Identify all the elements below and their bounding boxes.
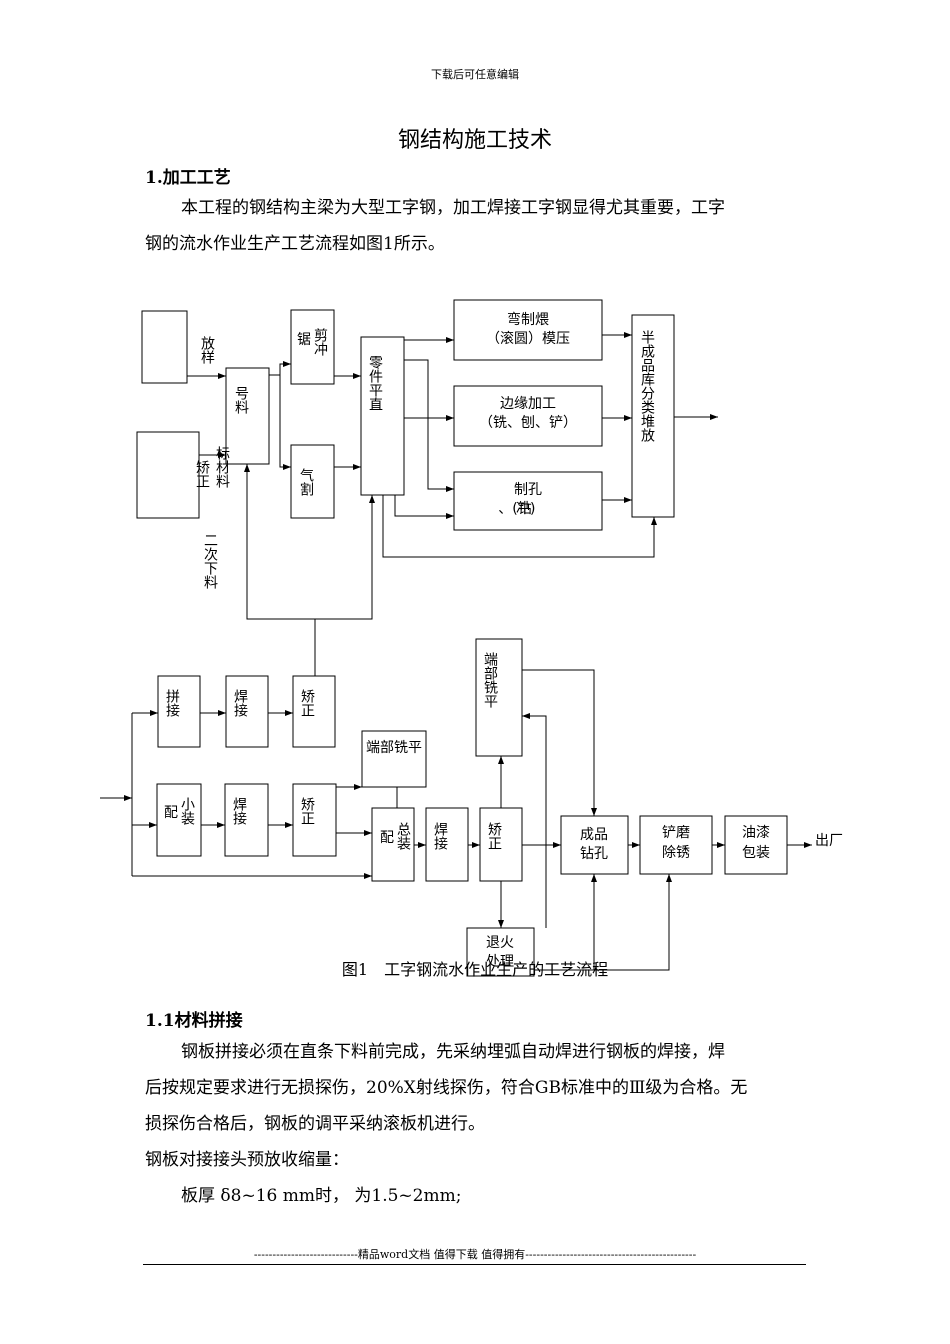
label-chanmo-2: 除锈 (662, 845, 690, 861)
qige-box (290, 444, 335, 519)
hanjie-b-box (224, 783, 269, 857)
label-duanbu-v: 端部铣平 (482, 652, 498, 708)
label-wanzhi-2: （滚圆）模压 (486, 330, 570, 347)
paragraph-line: 损探伤合格后，钢板的调平采纳滚板机进行。 (145, 1114, 485, 1134)
label-jiaozheng-a: 矫正 (299, 689, 315, 717)
paragraph-line: 后按规定要求进行无损探伤，20%X射线探伤，符合GB标准中的Ⅲ级为合格。无 (145, 1078, 748, 1098)
label-zhikong-2: 、(钻 (498, 501, 531, 517)
duanbu-xiping-box (361, 730, 427, 788)
label-pei-c: 配 (380, 830, 394, 846)
section-1-1-paragraph: 钢板拼接必须在直条下料前完成，先采纳埋弧自动焊进行钢板的焊接，焊 后按规定要求进… (145, 1034, 810, 1214)
section-heading-1-1: 1.1材料拼接 (145, 1011, 243, 1031)
paragraph-line: 钢的流水作业生产工艺流程如图1所示。 (145, 234, 445, 254)
zhikong-box (453, 471, 603, 531)
label-qige: 气割 (298, 468, 314, 496)
label-chanmo-1: 铲磨 (662, 825, 690, 841)
jiaozheng-box (136, 431, 200, 519)
label-zhikong-1: 制孔 (514, 482, 542, 498)
label-jiaozheng: 矫正 (194, 460, 210, 488)
label-chuchang: 出厂 (815, 833, 843, 849)
label-jiaozheng-c: 矫正 (486, 822, 502, 850)
label-pei-b: 配 (164, 805, 178, 821)
label-xiaozhuang: 小装 (179, 797, 195, 825)
document-title: 钢结构施工技术 (397, 128, 552, 153)
label-hanjie-b: 焊接 (231, 797, 247, 826)
wanzhi-box (453, 299, 603, 361)
figure-caption: 图1 工字钢流水作业生产的工艺流程 (341, 960, 609, 979)
jianchong-box (290, 309, 335, 385)
label-zhikong-3: 冲) (516, 501, 535, 517)
paragraph-line: 钢板对接接头预放收缩量： (145, 1150, 349, 1170)
label-bianyuan-2: （铣、刨、铲） (479, 415, 577, 431)
label-wanzhi-1: 弯制煨 (507, 311, 549, 328)
label-chengpin-2: 钻孔 (580, 846, 608, 862)
label-chengpin-1: 成品 (580, 827, 608, 843)
label-chuli: 处理 (486, 954, 514, 970)
pinjie-box (157, 675, 201, 748)
label-zongzhuang: 总装 (395, 822, 411, 850)
section-1-paragraph: 本工程的钢结构主梁为大型工字钢，加工焊接工字钢显得尤其重要，工字 钢的流水作业生… (145, 190, 810, 262)
footer-text: ----------------------------精品word文档 值得下… (253, 1248, 697, 1261)
label-banchengpin: 半成品库分类堆放 (639, 330, 655, 443)
label-tuihuo: 退火 (486, 935, 514, 951)
jiaozheng-b-box (292, 783, 337, 857)
label-youqi-1: 油漆 (742, 825, 770, 841)
label-lingjian: 零件平直 (367, 355, 383, 411)
paragraph-line: 本工程的钢结构主梁为大型工字钢，加工焊接工字钢显得尤其重要，工字 (181, 198, 725, 218)
label-erci: 二次下料 (202, 533, 218, 589)
section-heading-1: 1.加工工艺 (145, 168, 231, 188)
hanjie-a-box (225, 675, 269, 748)
label-ju: 锯 (297, 332, 311, 348)
haoliao-box (225, 367, 270, 465)
label-fangyang: 放样 (199, 336, 215, 364)
label-pinjie: 拼接 (164, 689, 180, 718)
label-hanjie-c: 焊接 (432, 822, 448, 851)
label-jiaozheng-b: 矫正 (299, 797, 315, 825)
label-haoliao: 号料 (233, 386, 249, 414)
paragraph-line: 板厚 δ8~16 mm时， 为1.5~2mm; (181, 1186, 462, 1206)
label-bianyuan-1: 边缘加工 (500, 396, 556, 412)
bianyuan-box (453, 385, 603, 447)
header-note: 下载后可任意编辑 (431, 68, 519, 81)
label-duanbu-xiping-1: 端部铣平 (366, 740, 422, 756)
xiaozhuang-box (156, 783, 202, 857)
footer-divider (143, 1264, 806, 1265)
fangyang-box (141, 310, 188, 384)
jiaozheng-a-box (292, 675, 336, 748)
diagram-labels: 放样 矫正 号料 标材料 锯 剪冲 气割 零件平直 弯制煨 （滚圆）模压 边缘加… (164, 311, 843, 970)
label-hanjie-a: 焊接 (232, 689, 248, 718)
paragraph-line: 钢板拼接必须在直条下料前完成，先采纳埋弧自动焊进行钢板的焊接，焊 (181, 1042, 725, 1062)
label-youqi-2: 包装 (742, 845, 770, 861)
process-flow-diagram: 放样 矫正 号料 标材料 锯 剪冲 气割 零件平直 弯制煨 （滚圆）模压 边缘加… (100, 299, 843, 977)
flow-connectors (100, 332, 812, 971)
label-biaocailiao: 标材料 (214, 446, 230, 488)
label-jianchong: 剪冲 (312, 328, 328, 356)
chengpin-box (560, 815, 629, 875)
